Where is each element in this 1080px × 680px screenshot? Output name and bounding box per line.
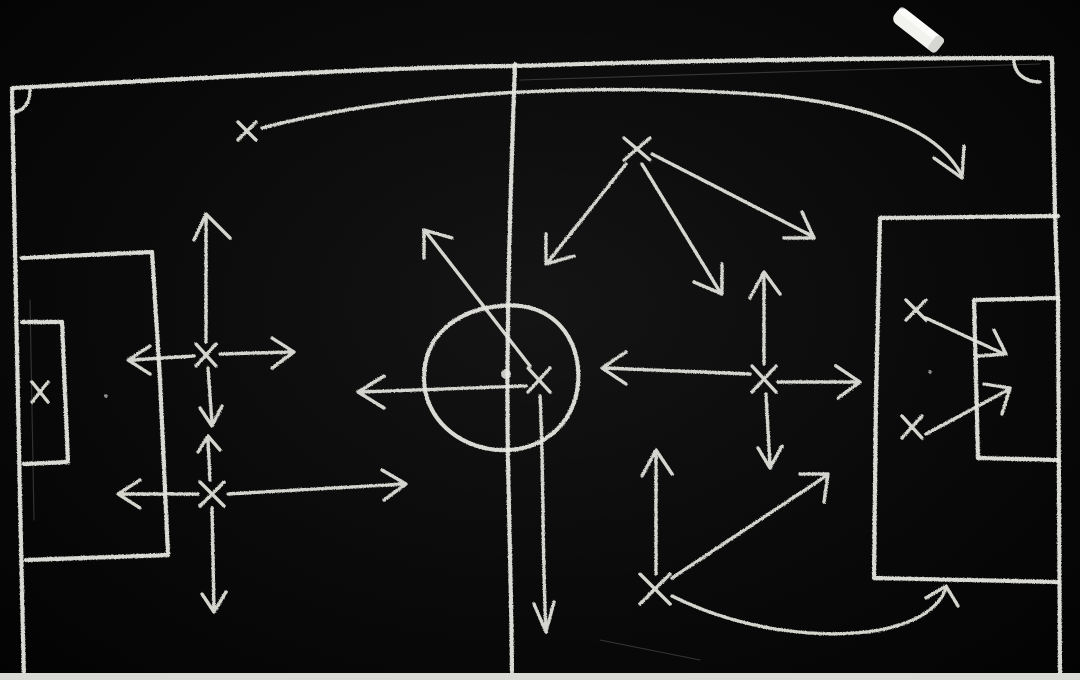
player-center — [528, 368, 550, 392]
player-right-center-midfielder — [752, 366, 776, 392]
left-goal-box — [22, 322, 68, 464]
arrow-box-upper-diagonal — [926, 318, 1006, 356]
player-right-bottom-midfielder — [640, 574, 670, 604]
pitch-left-sideline — [12, 90, 24, 680]
arrow-defender-lower-down — [202, 508, 226, 612]
left-penalty-box — [22, 252, 168, 560]
arrow-center-left — [358, 376, 526, 408]
arrow-defender-upper-right — [220, 338, 294, 368]
center-spot — [501, 369, 511, 379]
arrow-bottom-mid-up — [642, 450, 672, 574]
board-bottom-edge — [0, 673, 1080, 680]
player-left-goalkeeper — [32, 382, 48, 402]
player-left-top-winger — [238, 122, 256, 140]
arrow-center-up-left — [424, 230, 530, 366]
arrow-defender-upper-down — [200, 368, 222, 426]
arrow-center-mid-up — [750, 272, 780, 364]
arrow-bottom-mid-diagonal — [672, 474, 828, 578]
arrow-center-mid-right — [778, 366, 860, 398]
player-right-box-lower — [902, 416, 922, 438]
arrow-defender-lower-left — [118, 480, 198, 508]
arrow-winger-long-run — [262, 90, 964, 178]
player-right-box-upper — [906, 300, 926, 320]
pitch-outer-boundary — [12, 58, 1060, 680]
arrow-center-down — [534, 396, 554, 632]
corner-arc-top-right — [1014, 60, 1040, 82]
player-left-defender-upper — [196, 344, 216, 366]
right-penalty-spot — [928, 370, 932, 374]
arrow-bottom-mid-curve — [672, 586, 958, 634]
arrow-center-mid-left — [602, 352, 750, 384]
arrow-center-mid-down — [758, 394, 782, 468]
right-penalty-box — [874, 216, 1058, 582]
arrow-top-mid-left-down — [546, 164, 626, 264]
right-goal-box — [974, 298, 1058, 460]
chalk-piece — [890, 6, 945, 55]
arrow-defender-lower-right — [228, 470, 406, 500]
player-right-top-midfielder — [624, 138, 650, 160]
left-penalty-spot — [104, 394, 108, 398]
arrow-top-mid-right-down — [652, 154, 814, 238]
arrow-box-lower-diagonal — [926, 384, 1010, 434]
player-left-defender-lower — [200, 482, 224, 506]
corner-arc-top-left — [12, 90, 30, 112]
arrow-defender-upper-up — [194, 214, 230, 342]
arrow-defender-lower-up — [198, 436, 220, 480]
